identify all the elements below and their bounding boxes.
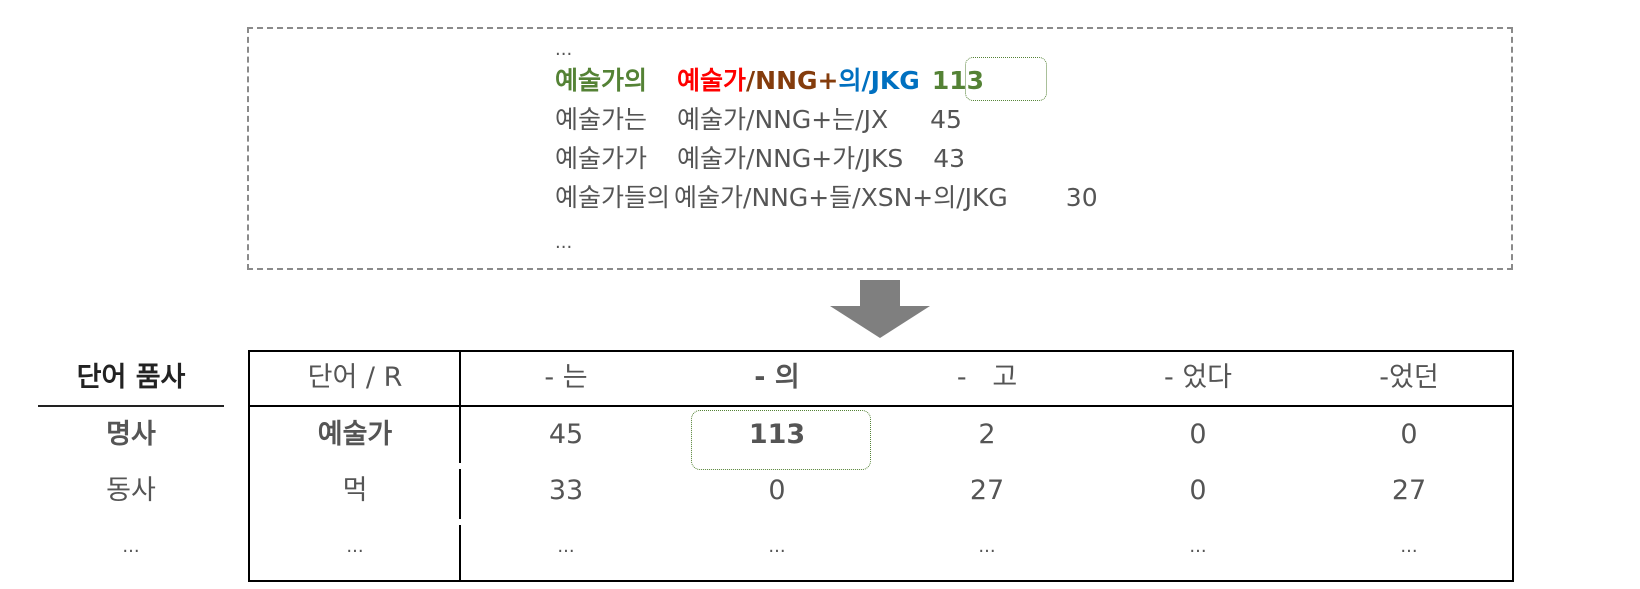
table-cell: ... <box>1400 536 1418 557</box>
header-suffix: -었던 <box>1379 362 1439 393</box>
corpus-count: 45 <box>930 105 962 134</box>
corpus-ellipsis-bottom: ... <box>555 232 573 253</box>
corpus-analysis: 예술가/NNG+들/XSN+의/JKG <box>674 183 1008 212</box>
corpus-word: 예술가는 <box>555 105 648 134</box>
corpus-line: 예술가가 예술가/NNG+가/JKS 43 <box>555 144 965 174</box>
highlight-tag-jkg: /JKG <box>861 66 920 95</box>
table-rule-gap <box>456 519 464 525</box>
header-suffix: - 는 <box>544 362 588 393</box>
header-suffix-highlight: - 의 <box>754 362 800 393</box>
table-header-rule <box>248 405 1514 407</box>
highlight-stem: 예술가 <box>677 66 747 95</box>
left-header-rule <box>38 405 224 407</box>
count-highlight-box <box>965 57 1047 101</box>
highlight-tag-nng: /NNG+ <box>746 66 839 95</box>
table-cell: 0 <box>768 475 786 506</box>
left-header: 단어 품사 <box>76 362 186 393</box>
row-word-highlight: 예술가 <box>317 419 393 450</box>
table-cell: ... <box>1189 536 1207 557</box>
table-cell-highlight: 113 <box>748 419 806 450</box>
pos-ellipsis: ... <box>122 536 140 557</box>
corpus-word: 예술가들의 <box>555 183 671 212</box>
frequency-table <box>248 350 1514 582</box>
corpus-ellipsis-top: ... <box>555 39 573 60</box>
corpus-analysis: 예술가/NNG+가/JKS <box>677 144 904 173</box>
table-cell: 0 <box>1400 419 1418 450</box>
corpus-count: 30 <box>1065 183 1098 212</box>
pos-verb: 동사 <box>106 475 156 506</box>
table-cell: 2 <box>978 419 996 450</box>
table-cell: ... <box>557 536 575 557</box>
table-cell: 0 <box>1189 475 1207 506</box>
row-word: ... <box>346 536 364 557</box>
table-cell: 27 <box>1391 475 1427 506</box>
highlight-count: 113 <box>931 66 985 95</box>
table-cell: 0 <box>1189 419 1207 450</box>
header-suffix: - 고 <box>956 362 1018 393</box>
header-word-r: 단어 / R <box>307 362 403 393</box>
table-cell: 45 <box>548 419 584 450</box>
corpus-analysis: 예술가/NNG+는/JX <box>677 105 889 134</box>
table-cell: ... <box>978 536 996 557</box>
highlight-word: 예술가의 <box>555 66 648 95</box>
cell-highlight-box <box>691 410 871 470</box>
corpus-count: 43 <box>933 144 966 173</box>
highlight-suffix: 의 <box>838 66 862 95</box>
corpus-word: 예술가가 <box>555 144 648 173</box>
corpus-line-highlight: 예술가의 예술가/NNG+의/JKG 113 <box>555 66 984 96</box>
row-word: 먹 <box>342 475 368 506</box>
corpus-line: 예술가는 예술가/NNG+는/JX 45 <box>555 105 962 135</box>
table-rule-gap <box>456 463 464 469</box>
header-suffix: - 었다 <box>1163 362 1233 393</box>
pos-noun: 명사 <box>106 419 156 450</box>
table-cell: ... <box>768 536 786 557</box>
down-arrow-icon <box>830 280 930 338</box>
corpus-box <box>247 27 1513 270</box>
table-cell: 27 <box>969 475 1005 506</box>
table-cell: 33 <box>548 475 584 506</box>
